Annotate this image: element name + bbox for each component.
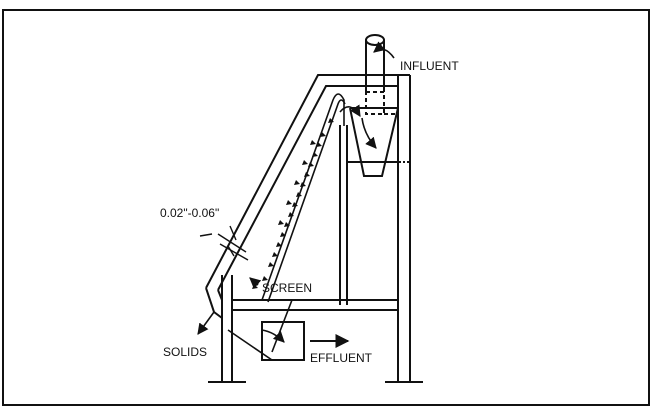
- headbox: [347, 107, 410, 177]
- solids-particles: [252, 118, 334, 289]
- figure-border: [2, 9, 650, 406]
- inclined-screen: [227, 93, 346, 361]
- screen-label: SCREEN: [262, 281, 312, 295]
- influent-label: INFLUENT: [400, 59, 459, 73]
- influent-arrow: [373, 41, 395, 59]
- effluent-label: EFFLUENT: [310, 351, 373, 365]
- headbox-flow-arrow: [361, 117, 377, 149]
- gap-label: 0.02"-0.06": [160, 206, 219, 220]
- solids-label: SOLIDS: [163, 345, 207, 359]
- effluent-box-arrow: [261, 329, 285, 343]
- effluent-box: [261, 321, 305, 361]
- screen-arrow: [249, 277, 262, 289]
- gap-indicator: [199, 225, 249, 261]
- flow-arrows: [197, 41, 395, 348]
- support-frame: [208, 74, 423, 383]
- solids-arrow: [197, 311, 215, 335]
- overflow-arrow: [339, 104, 361, 117]
